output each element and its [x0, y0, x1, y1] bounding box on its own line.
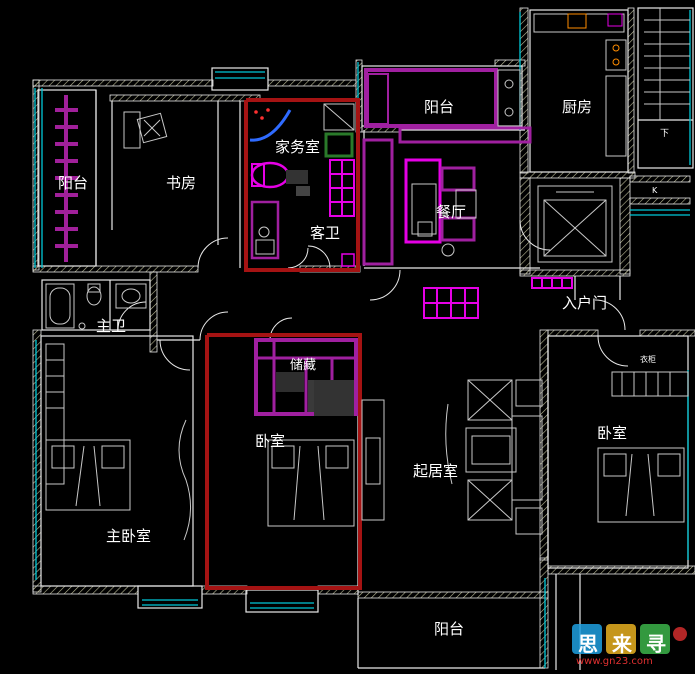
kitchen-fixtures — [533, 13, 627, 157]
left-balcony-rack — [55, 95, 78, 262]
watermark-logo-text: 思来寻 — [578, 632, 680, 656]
room-label-dining: 餐厅 — [436, 203, 467, 221]
shoe-cabinet-grid — [423, 287, 479, 319]
dining-cabinets — [362, 126, 532, 266]
room-label-utility: 家务室 — [275, 138, 321, 156]
room-label-bedroom-right: 卧室 — [597, 424, 628, 442]
top-balcony-fixtures — [364, 68, 521, 128]
room-label-guest-bath: 客卫 — [310, 224, 341, 242]
room-label-cloakroom: 储藏 — [290, 358, 317, 373]
watermark-site: www.gn23.com — [576, 656, 653, 667]
room-label-kitchen: 厨房 — [562, 98, 593, 116]
watermark: 思来寻 www.gn23.com — [570, 618, 690, 670]
watermark-logo-icon — [572, 624, 687, 654]
bedroom-mid-furniture — [267, 380, 385, 527]
door-swings — [117, 219, 629, 371]
elevator-shaft — [537, 185, 613, 263]
room-label-master-bedroom: 主卧室 — [106, 527, 152, 545]
entry-cabinet — [531, 277, 573, 289]
room-label-living: 起居室 — [413, 462, 459, 480]
elevator-k-tag: K — [652, 186, 658, 195]
master-bedroom-furniture — [45, 343, 191, 541]
stairs — [644, 8, 690, 120]
dining-table — [404, 158, 477, 257]
living-room-furniture — [445, 379, 543, 535]
room-label-balcony-bottom: 阳台 — [434, 620, 465, 638]
renovation-walls — [205, 98, 362, 590]
room-label-entry: 入户门 — [562, 294, 608, 312]
bedroom-right-furniture — [597, 371, 689, 523]
stair-down-mark: 下 — [660, 129, 670, 139]
room-label-bedroom-mid: 卧室 — [255, 432, 286, 450]
wardrobe-tag: 衣柜 — [640, 355, 656, 364]
room-label-study: 书房 — [166, 174, 197, 192]
study-desk — [123, 111, 168, 149]
utility-room-fixtures — [249, 103, 355, 267]
master-bath-fixtures — [45, 283, 147, 330]
room-label-master-bath: 主卫 — [96, 317, 127, 335]
room-label-balcony-left: 阳台 — [58, 174, 89, 192]
room-label-balcony-top: 阳台 — [424, 98, 455, 116]
